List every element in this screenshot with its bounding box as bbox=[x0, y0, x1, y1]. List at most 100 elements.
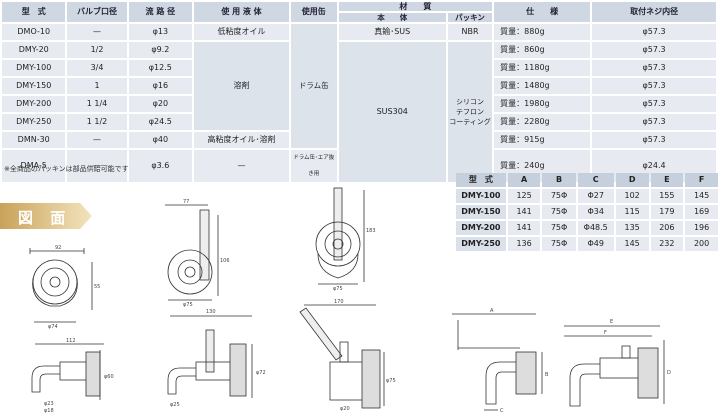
dim-cell: 75Φ bbox=[542, 205, 576, 219]
technical-drawings: 92 55 φ74 77 106 φ75 183 φ75 112 bbox=[29, 187, 671, 414]
header-thread: 取付ネジ内径 bbox=[592, 2, 716, 22]
dim-cell: Φ27 bbox=[577, 189, 614, 203]
drawing-side-view-2: 130 φ72 φ25 bbox=[167, 309, 266, 408]
dim-header-f: F bbox=[685, 173, 718, 187]
spec-cell: 質量：860g bbox=[494, 42, 591, 58]
dim-label: φ18 bbox=[44, 408, 54, 414]
dim-cell: Φ49 bbox=[577, 237, 614, 251]
dim-label: φ75 bbox=[183, 302, 193, 308]
drawing-dimension-view-1: A B C bbox=[452, 308, 549, 414]
dim-label: 170 bbox=[334, 299, 344, 305]
dim-cell: Φ34 bbox=[577, 205, 614, 219]
thread-cell: φ57.3 bbox=[592, 78, 716, 94]
dim-label: φ25 bbox=[170, 402, 180, 408]
dim-label: 92 bbox=[55, 245, 61, 251]
spec-cell: 質量：2280g bbox=[494, 114, 591, 130]
flow-cell: φ16 bbox=[128, 78, 193, 94]
dim-label: 130 bbox=[206, 309, 216, 315]
drawing-side-view-1: 112 φ60 φ23 φ18 bbox=[31, 338, 114, 414]
dim-label: φ74 bbox=[48, 324, 58, 330]
valve-cell: 1/2 bbox=[67, 42, 127, 58]
dim-label: D bbox=[667, 370, 671, 376]
spec-cell: 質量：1480g bbox=[494, 78, 591, 94]
dim-label: 55 bbox=[94, 284, 100, 290]
dim-cell: Φ48.5 bbox=[577, 221, 614, 235]
dim-cell: 179 bbox=[650, 205, 684, 219]
liquid-cell: 低粘度オイル bbox=[194, 24, 289, 40]
dim-header-e: E bbox=[650, 173, 684, 187]
dim-cell: 141 bbox=[507, 205, 541, 219]
dim-cell: 155 bbox=[650, 189, 684, 203]
thread-cell: φ57.3 bbox=[592, 114, 716, 130]
table-row: DMY-100 3/4 φ12.5 質量：1180g φ57.3 bbox=[2, 60, 716, 76]
flow-cell: φ9.2 bbox=[128, 42, 193, 58]
dim-label: 106 bbox=[220, 258, 230, 264]
dim-cell: DMY-200 bbox=[456, 221, 506, 235]
model-cell: DMO-10 bbox=[2, 24, 66, 40]
table-row: DMY-250 1 1/2 φ24.5 質量：2280g φ57.3 bbox=[2, 114, 716, 130]
model-cell: DMN-30 bbox=[2, 132, 66, 148]
spec-cell: 質量：880g bbox=[494, 24, 591, 40]
thread-cell: φ57.3 bbox=[592, 96, 716, 112]
spec-table: 型 式 バルブ口径 流 路 径 使 用 液 体 使用缶 材 質 仕 様 取付ネジ… bbox=[0, 0, 718, 184]
flow-cell: φ13 bbox=[128, 24, 193, 40]
table-row: DMY-100 125 75Φ Φ27 102 155 145 bbox=[456, 189, 718, 203]
dim-label: C bbox=[500, 408, 504, 414]
drawing-front-view-1: 92 55 φ74 bbox=[29, 245, 100, 330]
thread-cell: φ57.3 bbox=[592, 42, 716, 58]
table-row: DMO-10 — φ13 低粘度オイル ドラム缶 真鍮･SUS NBR 質量：8… bbox=[2, 24, 716, 148]
dim-cell: 136 bbox=[507, 237, 541, 251]
drawing-side-view-3: 170 φ75 φ20 bbox=[299, 299, 396, 412]
dim-label: φ72 bbox=[256, 370, 266, 376]
dim-cell: 141 bbox=[507, 221, 541, 235]
table-row: DMY-200 141 75Φ Φ48.5 135 206 196 bbox=[456, 221, 718, 235]
valve-cell: — bbox=[67, 24, 127, 40]
table-row: DMY-250 136 75Φ Φ49 145 232 200 bbox=[456, 237, 718, 251]
header-flow: 流 路 径 bbox=[128, 2, 193, 22]
dimension-table: 型 式 A B C D E F DMY-100 125 75Φ Φ27 102 … bbox=[454, 171, 720, 253]
liquid-cell: 高粘度オイル･溶剤 bbox=[194, 132, 289, 148]
dim-cell: 145 bbox=[615, 237, 649, 251]
drawing-front-view-3: 183 φ75 bbox=[315, 187, 376, 292]
header-liquid: 使 用 液 体 bbox=[194, 2, 289, 22]
body-cell: SUS304 bbox=[338, 42, 446, 182]
valve-cell: 1 1/2 bbox=[67, 114, 127, 130]
flow-cell: φ3.6 bbox=[128, 150, 193, 182]
parts-note: ※全商品のパッキンは部品供給可能です bbox=[4, 165, 129, 173]
model-cell: DMA-5 bbox=[2, 150, 66, 182]
dim-header-c: C bbox=[577, 173, 614, 187]
packing-cell: NBR bbox=[447, 24, 493, 40]
header-body: 本 体 bbox=[338, 13, 446, 22]
dim-cell: DMY-150 bbox=[456, 205, 506, 219]
header-valve: バルブ口径 bbox=[67, 2, 127, 22]
dim-cell: 145 bbox=[685, 189, 718, 203]
spec-cell: 質量：1980g bbox=[494, 96, 591, 112]
drawing-dimension-view-2: E F D bbox=[564, 319, 671, 407]
dim-header-a: A bbox=[507, 173, 541, 187]
header-spec: 仕 様 bbox=[494, 2, 591, 22]
table-row: DMN-30 — φ40 高粘度オイル･溶剤 質量：915g φ57.3 bbox=[2, 132, 716, 148]
model-cell: DMY-100 bbox=[2, 60, 66, 76]
valve-cell: — bbox=[67, 150, 127, 182]
valve-cell: — bbox=[67, 132, 127, 148]
dim-cell: 200 bbox=[685, 237, 718, 251]
dim-label: A bbox=[490, 308, 494, 314]
table-row: DMY-200 1 1/4 φ20 質量：1980g φ57.3 bbox=[2, 96, 716, 112]
header-can: 使用缶 bbox=[290, 2, 337, 22]
dim-label: φ75 bbox=[386, 378, 396, 384]
liquid-cell: 溶剤 bbox=[194, 42, 289, 130]
header-model: 型 式 bbox=[2, 2, 66, 22]
section-title-banner: 図 面 bbox=[0, 203, 92, 229]
valve-cell: 1 1/4 bbox=[67, 96, 127, 112]
valve-cell: 1 bbox=[67, 78, 127, 94]
dim-cell: 125 bbox=[507, 189, 541, 203]
table-row: DMA-5 — φ3.6 — ドラム缶･エア抜き用 質量：240g φ24.4 bbox=[2, 150, 716, 182]
dim-header-model: 型 式 bbox=[456, 173, 506, 187]
model-cell: DMY-200 bbox=[2, 96, 66, 112]
thread-cell: φ57.3 bbox=[592, 60, 716, 76]
drawing-front-view-2: 77 106 φ75 bbox=[165, 199, 230, 308]
dim-cell: 232 bbox=[650, 237, 684, 251]
table-row: DMY-150 141 75Φ Φ34 115 179 169 bbox=[456, 205, 718, 219]
dim-label: 77 bbox=[183, 199, 189, 205]
packing-cell: シリコン テフロン コーティング bbox=[447, 42, 493, 182]
